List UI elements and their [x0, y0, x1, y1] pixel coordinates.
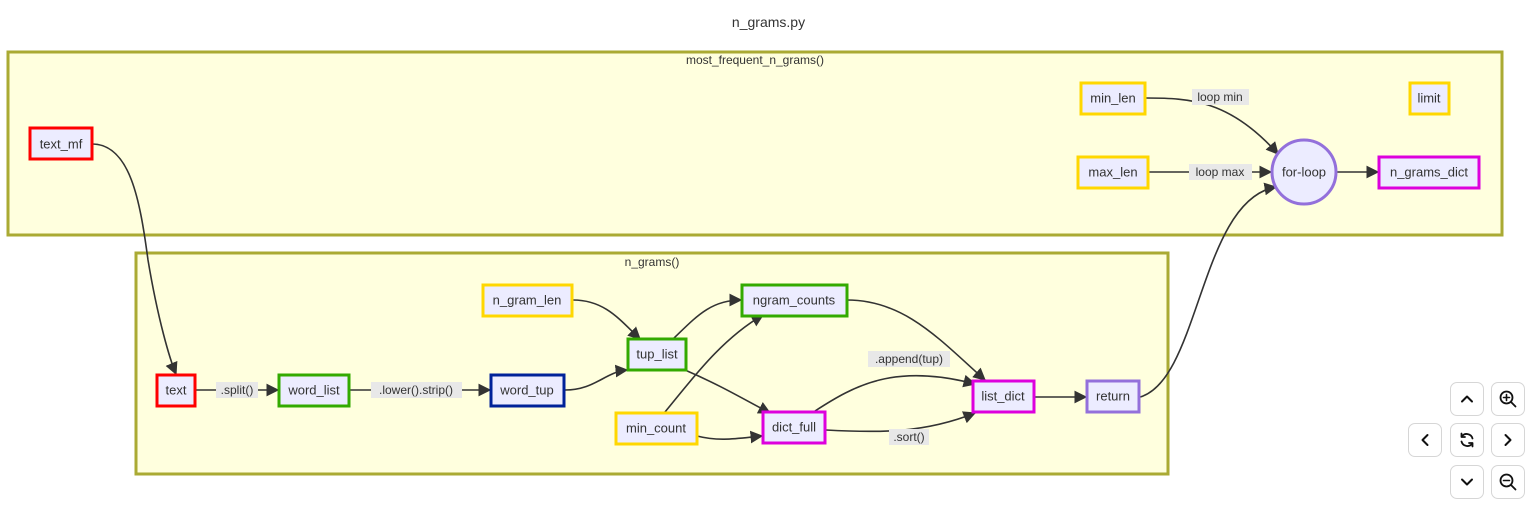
chevron-left-icon [1421, 434, 1429, 446]
node-label-min-count: min_count [626, 421, 686, 436]
edge-label-append: .append(tup) [875, 352, 943, 366]
node-label-word-tup: word_tup [499, 383, 553, 398]
node-label-limit: limit [1417, 91, 1440, 106]
edge-tup-list-to-ngram-counts [672, 293, 743, 340]
node-label-max-len: max_len [1088, 165, 1137, 180]
edge-label-loop-max: loop max [1196, 165, 1245, 179]
node-text[interactable]: text [155, 373, 197, 408]
node-word-tup[interactable]: word_tup [489, 373, 566, 408]
node-label-return: return [1096, 389, 1130, 404]
pan-left-button[interactable] [1408, 423, 1442, 457]
edge-label-lower-strip: .lower().strip() [379, 383, 453, 397]
node-dict-full[interactable]: dict_full [761, 410, 827, 445]
node-ngram-counts[interactable]: ngram_counts [740, 283, 849, 318]
chevron-up-icon [1461, 395, 1473, 403]
zoom-out-button[interactable] [1491, 465, 1525, 499]
node-label-for-loop: for-loop [1282, 165, 1326, 180]
node-min-count[interactable]: min_count [614, 411, 699, 446]
edge-min-count-to-ngram-counts [664, 314, 765, 413]
edge-n-gram-len-to-tup-list [572, 299, 641, 340]
edge-word-tup-to-tup-list [564, 364, 629, 391]
edge-ngram-counts-to-list-dict [846, 299, 986, 381]
zoom-in-icon [1499, 390, 1517, 408]
node-n-gram-len[interactable]: n_gram_len [481, 283, 574, 318]
node-label-min-len: min_len [1090, 91, 1136, 106]
cluster-most-frequent-n-grams: most_frequent_n_grams() [6, 50, 1504, 237]
node-word-list[interactable]: word_list [277, 373, 351, 408]
node-label-ngram-counts: ngram_counts [753, 293, 836, 308]
node-text-mf[interactable]: text_mf [28, 126, 94, 161]
node-limit[interactable]: limit [1408, 81, 1451, 116]
edge-min-len-to-for-loop [1145, 97, 1279, 155]
node-max-len[interactable]: max_len [1076, 155, 1150, 190]
chevron-down-icon [1461, 478, 1473, 486]
zoom-out-icon [1499, 473, 1517, 491]
edge-dict-full-to-list-dict-append [814, 374, 977, 412]
pan-right-button[interactable] [1491, 423, 1525, 457]
node-for-loop[interactable]: for-loop [1270, 138, 1338, 206]
node-label-text: text [166, 383, 187, 398]
node-label-n-gram-len: n_gram_len [493, 293, 562, 308]
cluster-label-most-frequent: most_frequent_n_grams() [686, 53, 824, 67]
pan-up-button[interactable] [1450, 382, 1484, 416]
edge-text-mf-to-text [91, 143, 178, 376]
node-label-dict-full: dict_full [772, 420, 816, 435]
edge-label-loop-min: loop min [1197, 90, 1242, 104]
edge-labels: loop min loop max .split() .lower().stri… [216, 89, 1252, 445]
node-n-grams-dict[interactable]: n_grams_dict [1377, 155, 1481, 190]
edge-min-count-to-dict-full [696, 430, 764, 444]
node-return[interactable]: return [1085, 379, 1141, 414]
node-tup-list[interactable]: tup_list [626, 337, 688, 372]
node-label-n-grams-dict: n_grams_dict [1390, 165, 1468, 180]
node-list-dict[interactable]: list_dict [971, 379, 1036, 414]
edge-label-sort: .sort() [893, 430, 924, 444]
reset-icon [1460, 432, 1474, 448]
edge-label-split: .split() [221, 383, 254, 397]
node-min-len[interactable]: min_len [1079, 81, 1147, 116]
node-label-tup-list: tup_list [636, 347, 678, 362]
node-label-word-list: word_list [287, 383, 340, 398]
node-label-list-dict: list_dict [981, 389, 1025, 404]
edge-return-to-for-loop [1139, 182, 1278, 398]
reset-view-button[interactable] [1450, 423, 1484, 457]
diagram-title: n_grams.py [731, 14, 806, 30]
node-label-text-mf: text_mf [40, 137, 83, 152]
cluster-label-n-grams: n_grams() [625, 255, 680, 269]
pan-down-button[interactable] [1450, 465, 1484, 499]
zoom-in-button[interactable] [1491, 382, 1525, 416]
chevron-right-icon [1504, 434, 1512, 446]
